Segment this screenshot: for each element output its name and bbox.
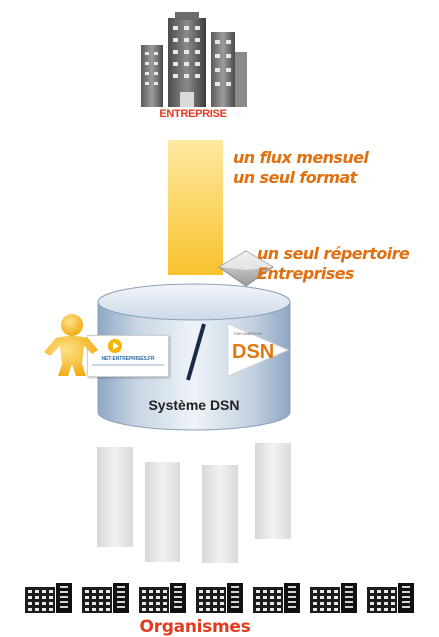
slash-divider (186, 323, 206, 381)
repertoire-annotation: un seul répertoire Entreprises (257, 244, 410, 284)
organism-building-icon (310, 583, 357, 613)
dsn-logo-caption: PAR AMBITION (234, 331, 262, 336)
flux-annotation: un flux mensuel un seul format (233, 148, 369, 188)
logo-divider (92, 364, 164, 366)
pillar (97, 447, 133, 547)
net-entreprises-logo-text: NET-ENTREPRISES.FR (101, 356, 155, 362)
pillar (145, 462, 180, 562)
system-dsn-label: Système DSN (148, 397, 240, 413)
dsn-logo-arrow-icon: DSN PAR AMBITION (227, 323, 290, 377)
pillar (255, 443, 291, 539)
flux-line-2: un seul format (233, 168, 357, 187)
organism-building-icon (367, 583, 414, 613)
repertoire-line-1: un seul répertoire (257, 244, 410, 263)
diamond-connector-icon (218, 250, 274, 287)
dsn-logo: DSN PAR AMBITION (222, 322, 292, 378)
organism-building-icon (253, 583, 300, 613)
play-icon (108, 339, 122, 353)
repertoire-line-2: Entreprises (257, 264, 354, 283)
dsn-logo-text: DSN (232, 341, 274, 363)
pillar (202, 465, 238, 563)
enterprise-label: ENTREPRISE (159, 108, 227, 120)
organism-building-icon (25, 583, 72, 613)
building-icon (141, 12, 247, 107)
organism-building-icon (139, 583, 186, 613)
net-entreprises-logo: NET-ENTREPRISES.FR (87, 335, 169, 377)
flux-bar (168, 140, 223, 275)
organisms-row (25, 583, 414, 613)
organism-building-icon (196, 583, 243, 613)
organism-building-icon (82, 583, 129, 613)
organismes-label: Organismes (139, 617, 251, 637)
person-icon (44, 314, 98, 376)
flux-line-1: un flux mensuel (233, 148, 369, 167)
